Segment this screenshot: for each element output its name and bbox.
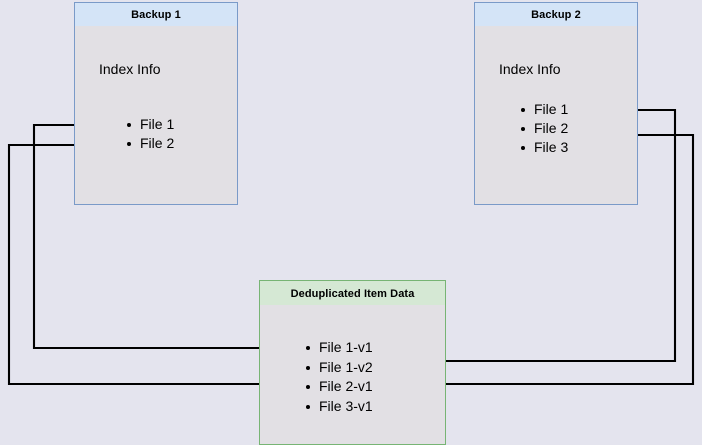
backup-2-title: Backup 2	[531, 9, 581, 21]
dedup-file-item[interactable]: File 1-v2	[304, 358, 373, 378]
node-backup-2[interactable]: Backup 2 Index Info File 1 File 2 File 3	[474, 2, 638, 205]
dedup-file-item[interactable]: File 3-v1	[304, 397, 373, 417]
backup-2-file-list: File 1 File 2 File 3	[519, 100, 568, 157]
backup-1-title: Backup 1	[131, 9, 181, 21]
backup-1-file-item[interactable]: File 1	[125, 115, 174, 134]
dedup-header: Deduplicated Item Data	[259, 280, 446, 307]
backup-1-file-list: File 1 File 2	[125, 115, 174, 153]
backup-1-header: Backup 1	[74, 2, 238, 28]
backup-2-header: Backup 2	[474, 2, 638, 28]
backup-2-file-item[interactable]: File 1	[519, 100, 568, 119]
backup-2-file-item[interactable]: File 3	[519, 138, 568, 157]
backup-2-file-item[interactable]: File 2	[519, 119, 568, 138]
backup-2-body: Index Info File 1 File 2 File 3	[474, 26, 638, 205]
node-deduplicated-item-data[interactable]: Deduplicated Item Data File 1-v1 File 1-…	[259, 280, 446, 445]
backup-1-index-info-label: Index Info	[99, 61, 161, 77]
backup-2-index-info-label: Index Info	[499, 61, 561, 77]
dedup-title: Deduplicated Item Data	[290, 287, 415, 300]
dedup-file-item[interactable]: File 2-v1	[304, 377, 373, 397]
dedup-body: File 1-v1 File 1-v2 File 2-v1 File 3-v1	[259, 305, 446, 445]
dedup-file-item[interactable]: File 1-v1	[304, 338, 373, 358]
dedup-file-list: File 1-v1 File 1-v2 File 2-v1 File 3-v1	[304, 338, 373, 416]
backup-1-file-item[interactable]: File 2	[125, 134, 174, 153]
backup-1-body: Index Info File 1 File 2	[74, 26, 238, 205]
node-backup-1[interactable]: Backup 1 Index Info File 1 File 2	[74, 2, 238, 205]
connector-backup1-file2-to-dedup-file2v1	[7, 143, 300, 384]
